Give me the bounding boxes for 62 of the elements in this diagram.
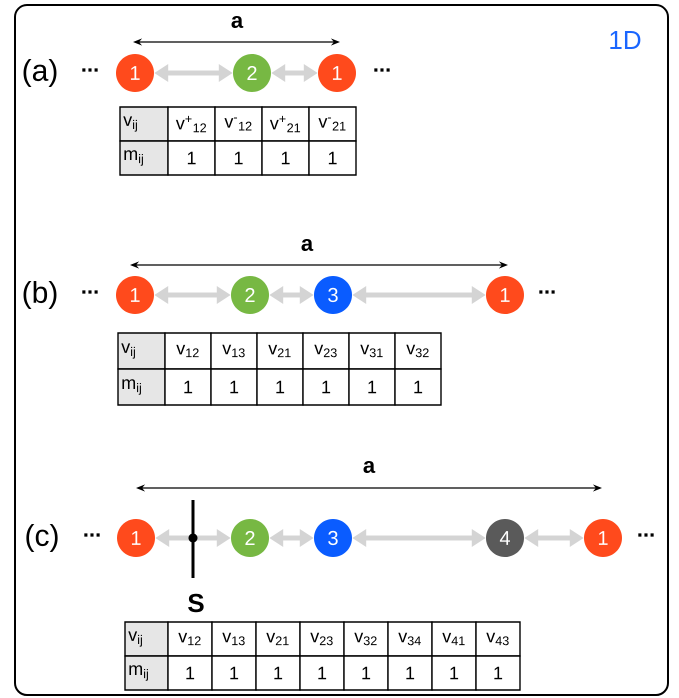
table-cell: 1 bbox=[343, 655, 389, 691]
table-cell: 1 bbox=[214, 140, 263, 176]
circle-node: 3 bbox=[314, 519, 352, 557]
panel-label: (b) bbox=[24, 281, 56, 309]
circle-node: 2 bbox=[231, 519, 269, 557]
table-cell: v$_{32}$ bbox=[343, 621, 389, 657]
table-cell: 1 bbox=[210, 368, 258, 406]
table-cell: v$^{-}$21 bbox=[308, 106, 357, 142]
table-cell: v$_{41}$ bbox=[431, 621, 477, 657]
circle-node: 2 bbox=[233, 54, 271, 92]
table-cell: 1 bbox=[211, 655, 257, 691]
table-cell: v$_{43}$ bbox=[475, 621, 521, 657]
table-cell: v$_{ij}$ bbox=[117, 332, 166, 370]
table-cell: v$^{+}$12 bbox=[167, 106, 216, 142]
table-cell: v$_{13}$ bbox=[211, 621, 257, 657]
table-cell: v$^{+}$21 bbox=[261, 106, 310, 142]
table-cell: v$^{-}$12 bbox=[214, 106, 263, 142]
table-cell: v$_{ij}$ bbox=[124, 621, 169, 657]
circle-node: 1 bbox=[117, 519, 155, 557]
table-cell: v$_{12}$ bbox=[164, 332, 212, 370]
table-cell: 1 bbox=[387, 655, 433, 691]
circle-node: 1 bbox=[584, 519, 622, 557]
table-cell: 1 bbox=[308, 140, 357, 176]
dimension-label: a bbox=[302, 238, 314, 252]
table-cell: 1 bbox=[302, 368, 350, 406]
dimension-label: a bbox=[232, 16, 244, 28]
dimension-tag: 1D bbox=[610, 31, 640, 49]
table-cell: v$_{13}$ bbox=[210, 332, 258, 370]
circle-node: 4 bbox=[486, 519, 524, 557]
circle-node: 1 bbox=[116, 54, 154, 92]
table-cell: v$_{12}$ bbox=[167, 621, 213, 657]
circle-node: 1 bbox=[116, 276, 154, 314]
table-cell: v$_{21}$ bbox=[255, 621, 301, 657]
table-cell: v$_{34}$ bbox=[387, 621, 433, 657]
cut-label: S bbox=[188, 594, 204, 612]
circle-node: 2 bbox=[231, 276, 269, 314]
table-cell: v$_{23}$ bbox=[302, 332, 350, 370]
table-cell: v$_{ij}$ bbox=[119, 106, 169, 142]
table-cell: 1 bbox=[475, 655, 521, 691]
table-cell: 1 bbox=[164, 368, 212, 406]
table-cell: 1 bbox=[348, 368, 396, 406]
circle-node: 1 bbox=[486, 276, 524, 314]
table-cell: 1 bbox=[261, 140, 310, 176]
table-cell: v$_{21}$ bbox=[256, 332, 304, 370]
circle-node: 1 bbox=[318, 54, 356, 92]
table-cell: 1 bbox=[167, 655, 213, 691]
table-cell: v$_{32}$ bbox=[394, 332, 442, 370]
circle-node: 3 bbox=[314, 276, 352, 314]
table-cell: 1 bbox=[167, 140, 216, 176]
panel-label: (a) bbox=[24, 59, 56, 87]
table-cell: m$_{ij}$ bbox=[124, 655, 169, 691]
table-cell: 1 bbox=[394, 368, 442, 406]
table-cell: 1 bbox=[299, 655, 345, 691]
table-cell: v$_{31}$ bbox=[348, 332, 396, 370]
table-cell: 1 bbox=[256, 368, 304, 406]
table-cell: m$_{ij}$ bbox=[119, 140, 169, 176]
table-cell: v$_{23}$ bbox=[299, 621, 345, 657]
table-cell: 1 bbox=[255, 655, 301, 691]
dimension-label: a bbox=[364, 460, 376, 474]
table-cell: m$_{ij}$ bbox=[117, 368, 166, 406]
table-cell: 1 bbox=[431, 655, 477, 691]
panel-label: (c) bbox=[26, 524, 58, 552]
